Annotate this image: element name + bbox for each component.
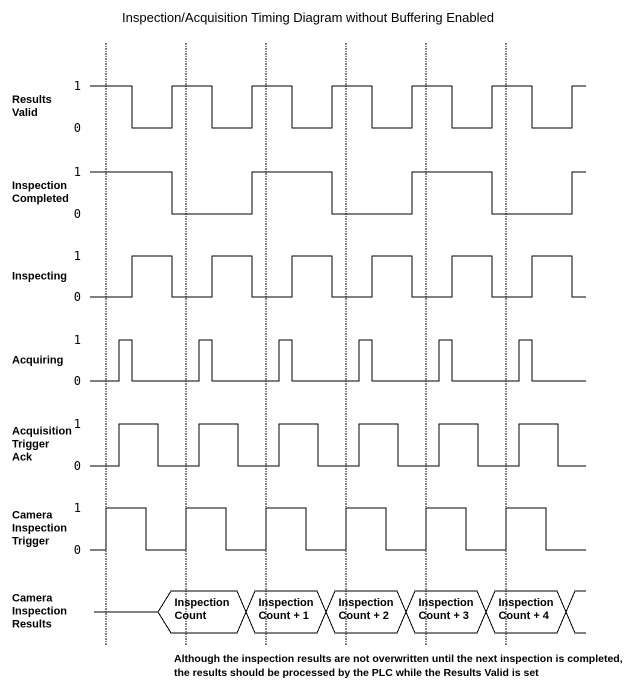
signal-label-camera-inspection-results-line: Results [12,618,52,631]
waveform-camera-inspection-trigger [90,507,586,551]
signal-label-inspection-completed-line: Completed [12,193,69,205]
level-low-label-inspecting: 0 [55,291,81,303]
bus-segment-label-1-line: Inspection [258,597,314,609]
signal-label-camera-inspection-results-line: Camera [12,592,53,605]
level-high-label-acquisition-trigger-ack: 1 [55,418,81,430]
bus-segment-label-1-line: Count + 1 [258,610,309,622]
level-low-label-acquiring-line: 0 [73,374,81,388]
level-high-label-results-valid: 1 [55,80,81,92]
bus-segment-label-0-line: Inspection [174,597,230,609]
level-low-label-acquisition-trigger-ack: 0 [55,460,81,472]
signal-label-camera-inspection-results-line: Inspection [12,605,68,618]
level-low-label-acquiring: 0 [55,375,81,387]
level-high-label-inspecting: 1 [55,250,81,262]
level-high-label-camera-inspection-trigger-line: 1 [73,501,81,515]
bus-end-stub-top [565,590,586,613]
level-high-label-camera-inspection-trigger: 1 [55,502,81,514]
signal-label-camera-inspection-trigger-line: Trigger [12,535,50,548]
level-high-label-acquiring-line: 1 [73,333,81,347]
waveform-results-valid [90,85,586,129]
footnote-line-1: Although the inspection results are not … [174,653,623,665]
level-low-label-results-valid-line: 0 [73,121,81,135]
bus-end-stub-bottom [565,611,586,634]
diagram-title: Inspection/Acquisition Timing Diagram wi… [122,10,494,25]
level-high-label-acquiring: 1 [55,334,81,346]
signal-label-acquisition-trigger-ack-line: Trigger [12,438,50,451]
level-high-label-inspection-completed: 1 [55,166,81,178]
level-low-label-camera-inspection-trigger: 0 [55,544,81,556]
signal-label-results-valid-line: Valid [12,107,38,119]
waveform-inspection-completed [90,171,586,215]
level-high-label-results-valid-line: 1 [73,79,81,93]
signal-label-acquisition-trigger-ack-line: Ack [12,451,33,464]
waveform-acquiring [90,339,586,382]
level-high-label-inspection-completed-line: 1 [73,165,81,179]
level-high-label-acquisition-trigger-ack-line: 1 [73,417,81,431]
signal-label-inspection-completed-line: Inspection [12,180,68,192]
level-low-label-inspecting-line: 0 [73,290,81,304]
signal-label-inspecting: Inspecting [12,270,67,283]
signal-label-acquiring: Acquiring [12,354,63,367]
level-low-label-camera-inspection-trigger-line: 0 [73,543,81,557]
waveform-acquisition-trigger-ack [90,423,586,467]
signal-label-results-valid-line: Results [12,94,52,106]
level-low-label-results-valid: 0 [55,122,81,134]
bus-segment-label-4-line: Inspection [498,597,554,609]
level-low-label-acquisition-trigger-ack-line: 0 [73,459,81,473]
bus-segment-label-0-line: Count [174,610,207,622]
signal-label-acquisition-trigger-ack-line: Acquisition [12,425,72,438]
level-low-label-inspection-completed: 0 [55,208,81,220]
footnote-line-2: the results should be processed by the P… [174,666,539,679]
level-high-label-inspecting-line: 1 [73,249,81,263]
level-low-label-inspection-completed-line: 0 [73,207,81,221]
footnote: Although the inspection results are not … [174,653,623,680]
signal-label-inspecting-line: Inspecting [12,270,68,282]
bus-segment-label-2-line: Count + 2 [338,610,389,622]
waveform-inspecting [90,255,586,298]
signal-label-acquiring-line: Acquiring [12,354,64,366]
bus-segment-label-3-line: Inspection [418,597,474,609]
bus-segment-label-3-line: Count + 3 [418,610,469,622]
bus-segment-label-2-line: Inspection [338,597,394,609]
bus-segment-label-4-line: Count + 4 [498,610,549,622]
signal-label-camera-inspection-trigger-line: Inspection [12,522,68,535]
signal-label-camera-inspection-trigger-line: Camera [12,509,53,522]
